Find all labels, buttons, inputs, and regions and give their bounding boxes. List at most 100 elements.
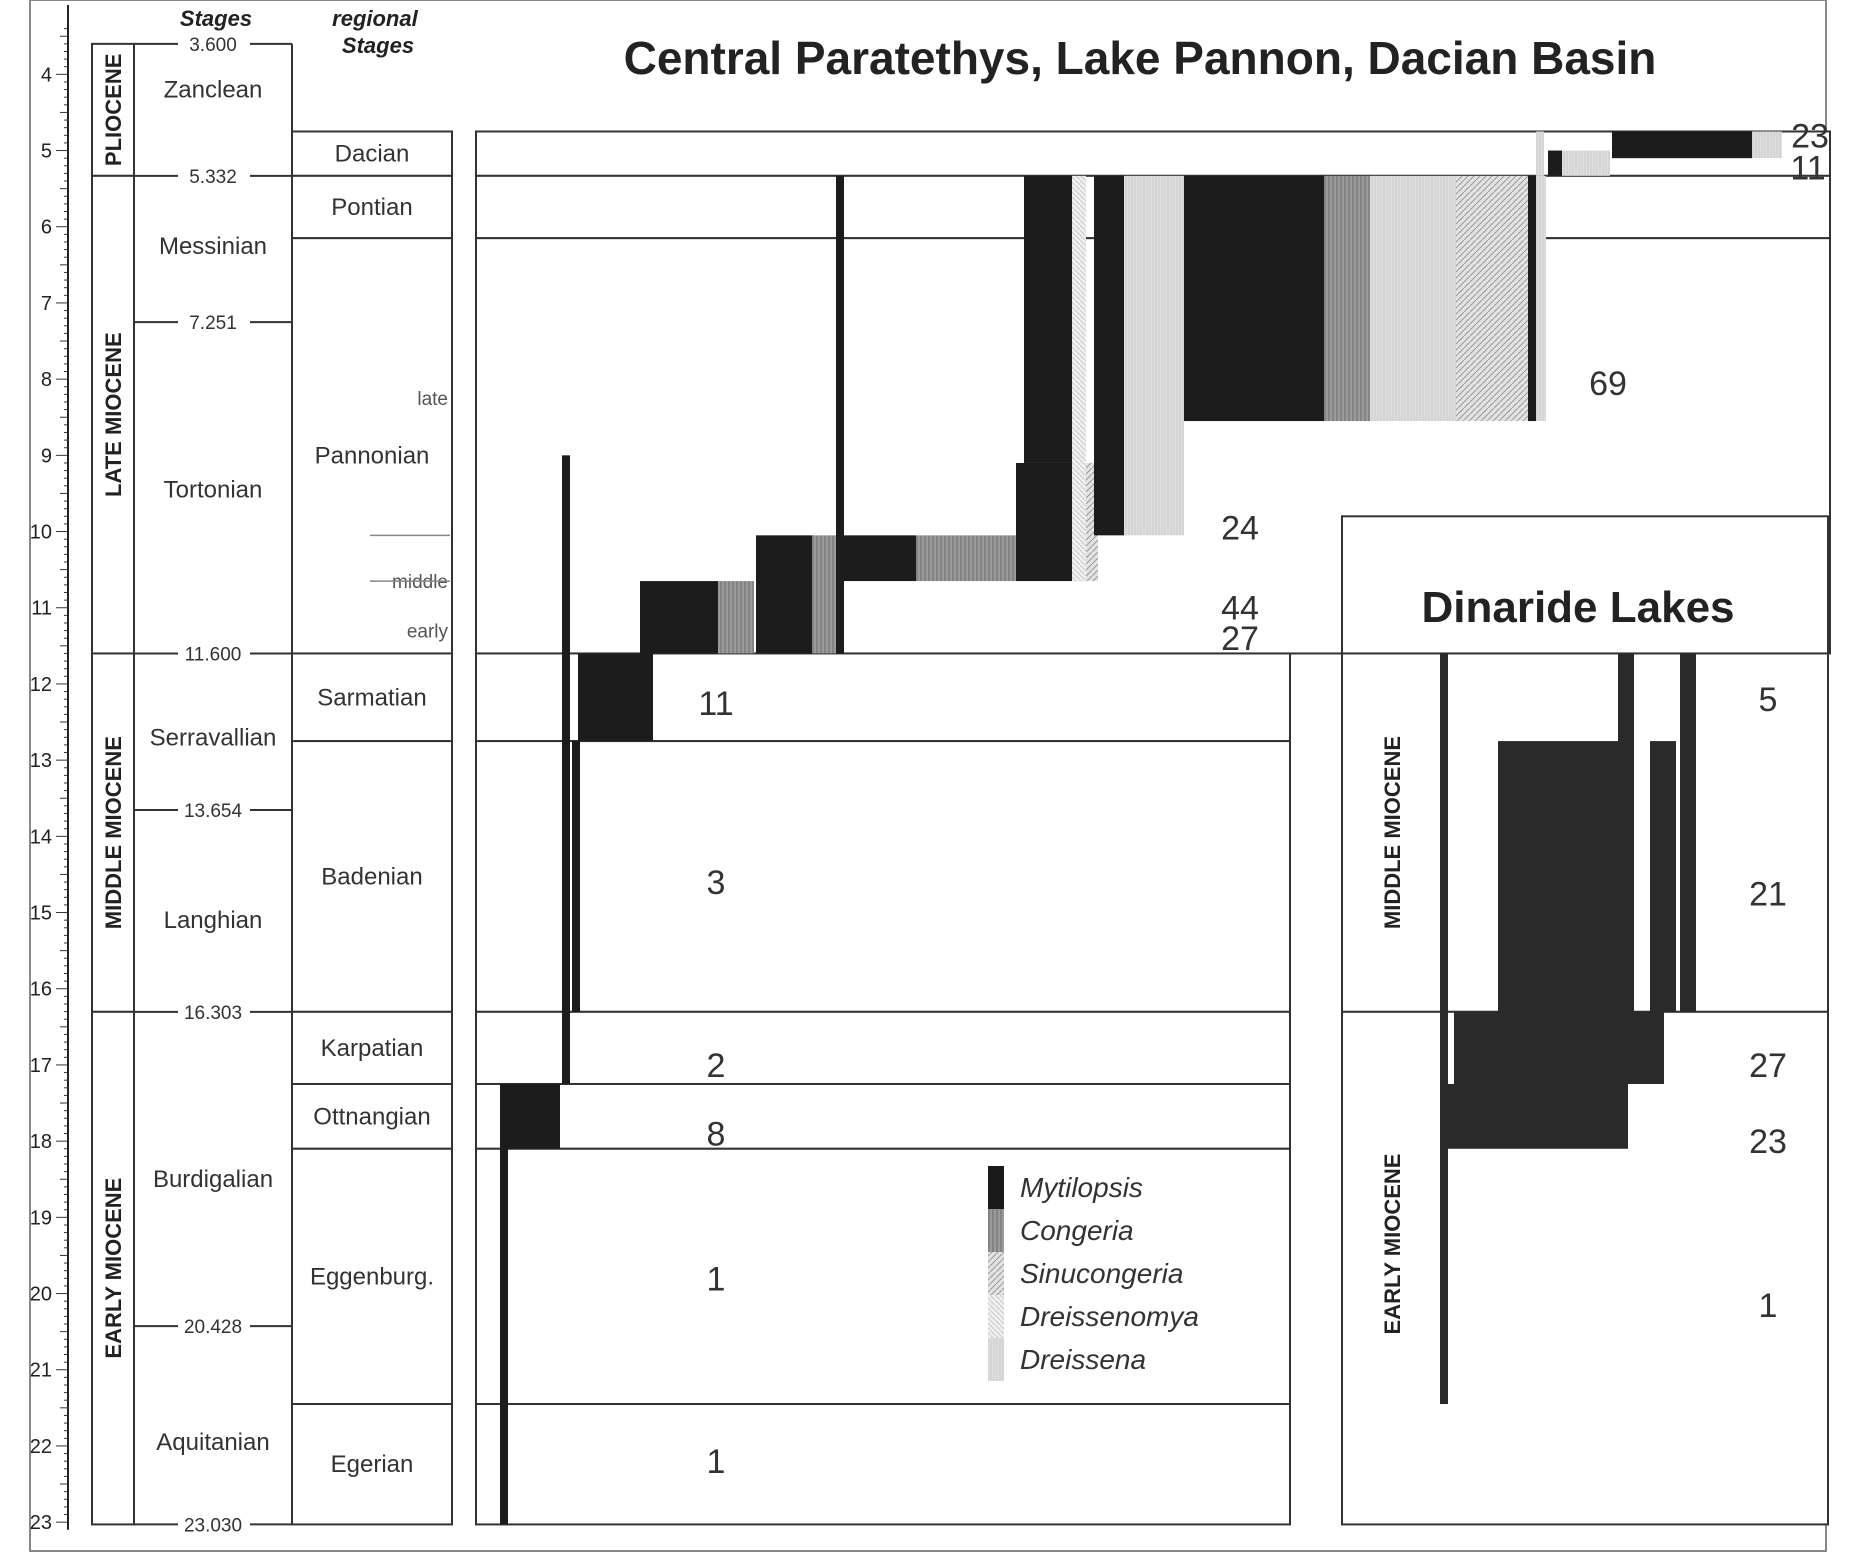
legend-swatch (988, 1295, 1004, 1338)
taxon-range-bar (756, 535, 814, 654)
species-count-label: 2 (707, 1047, 726, 1085)
epoch-label: PLIOCENE (101, 54, 126, 166)
age-tick-label: 14 (30, 826, 52, 848)
species-count-label: 69 (1589, 365, 1627, 403)
inset-count-label: 27 (1749, 1047, 1787, 1085)
age-tick-label: 7 (41, 293, 52, 315)
inset-epoch-label: MIDDLE MIOCENE (1380, 736, 1405, 929)
stage-boundary-label: 13.654 (184, 801, 243, 822)
regional-header-line1: regional (332, 6, 418, 31)
legend-label: Dreissenomya (1020, 1301, 1199, 1332)
regional-stage-label: Pontian (331, 194, 412, 221)
regional-stage-label: Pannonian (315, 442, 430, 469)
stage-boundary-label: 20.428 (184, 1317, 242, 1338)
age-tick-label: 23 (30, 1512, 52, 1534)
taxon-range-bar (562, 455, 570, 1084)
epoch-column: PLIOCENE LATE MIOCENE MIDDLE MIOCENE EARLY … (91, 42, 135, 1526)
species-count-label: 1 (707, 1260, 726, 1298)
inset-range-bar (1628, 1011, 1664, 1084)
inset-count-label: 21 (1749, 875, 1787, 913)
taxon-range-bar (1456, 175, 1528, 422)
main-band (475, 1147, 1291, 1406)
taxon-range-bar (718, 581, 754, 654)
taxon-range-bar (1528, 175, 1536, 422)
taxon-range-bar (1536, 175, 1546, 422)
stage-label: Tortonian (164, 477, 263, 504)
regional-stage-label: Sarmatian (317, 684, 426, 711)
legend: MytilopsisCongeriaSinucongeriaDreissenom… (988, 1166, 1199, 1381)
taxon-range-bar (1562, 150, 1610, 176)
pannonian-substage-label: late (417, 389, 448, 410)
stage-label: Aquitanian (156, 1429, 269, 1456)
legend-label: Sinucongeria (1020, 1258, 1183, 1289)
inset-range-bar (1498, 741, 1628, 1149)
age-tick-label: 15 (30, 903, 52, 925)
main-title: Central Paratethys, Lake Pannon, Dacian … (624, 32, 1657, 84)
stage-boundary-label: 7.251 (189, 313, 237, 334)
stage-label: Serravallian (150, 724, 277, 751)
pannonian-substage-label: middle (392, 572, 448, 593)
age-tick-label: 19 (30, 1207, 52, 1229)
regional-header: regional Stages (332, 6, 424, 58)
taxon-range-bar (1094, 175, 1124, 536)
age-tick-label: 8 (41, 369, 52, 391)
species-count-label: 3 (707, 864, 726, 902)
taxon-range-bar (1536, 131, 1544, 176)
age-tick-label: 16 (30, 979, 52, 1001)
species-count-label: 24 (1221, 510, 1259, 548)
species-count-label: 11 (1790, 149, 1825, 187)
regional-header-line2: Stages (342, 33, 414, 58)
inset-range-bar (1618, 653, 1634, 1012)
epoch-label: MIDDLE MIOCENE (101, 736, 126, 929)
stage-boundary-label: 5.332 (189, 167, 237, 188)
taxon-range-bar (1324, 175, 1370, 422)
regional-stage-label: Egerian (331, 1451, 414, 1478)
taxon-range-bar (572, 741, 580, 1012)
regional-stage-label: Karpatian (321, 1035, 424, 1062)
legend-label: Mytilopsis (1020, 1172, 1143, 1203)
inset-count-label: 23 (1749, 1123, 1787, 1161)
legend-swatch (988, 1252, 1004, 1295)
taxon-range-bar (578, 653, 653, 742)
age-tick-label: 6 (41, 217, 52, 239)
regional-stage-label: Eggenburg. (310, 1263, 434, 1290)
main-band (475, 740, 1291, 1013)
species-count-label: 44 (1221, 590, 1259, 628)
stage-boundary-label: 16.303 (184, 1003, 242, 1024)
stages-header: Stages (180, 6, 252, 31)
inset-range-bar (1440, 653, 1448, 1405)
inset-range-bar (1454, 1011, 1498, 1149)
age-tick-label: 17 (30, 1055, 52, 1077)
stage-boundary-label: 3.600 (189, 35, 237, 56)
species-count-label: 27 (1221, 620, 1259, 658)
taxon-range-bar (1612, 131, 1752, 159)
main-band (475, 1082, 1291, 1150)
legend-swatch (988, 1209, 1004, 1252)
age-tick-label: 22 (30, 1436, 52, 1458)
taxon-range-bar (844, 535, 916, 582)
regional-stage-cell (291, 1147, 453, 1406)
regional-stage-cell (291, 1403, 453, 1526)
main-band (475, 1010, 1291, 1085)
epoch-label: EARLY MIOCENE (101, 1178, 126, 1359)
inset-title: Dinaride Lakes (1421, 583, 1734, 632)
stage-label: Zanclean (164, 77, 263, 104)
taxon-range-bar (500, 1083, 560, 1149)
taxon-range-bar (812, 535, 836, 654)
age-tick-label: 4 (41, 64, 52, 86)
regional-stage-cell (291, 1010, 453, 1085)
epoch-cell (91, 174, 135, 655)
inset-title-box (1341, 515, 1829, 655)
age-tick-label: 10 (30, 522, 52, 544)
age-tick-label: 12 (30, 674, 52, 696)
regional-stages-column: regional Stages DacianPontianPannonianSa… (291, 6, 453, 1526)
taxon-range-bar (1752, 131, 1782, 159)
epoch-cell (91, 652, 135, 1013)
epoch-label: LATE MIOCENE (101, 332, 126, 497)
regional-stage-label: Dacian (335, 141, 410, 168)
legend-swatch (988, 1338, 1004, 1381)
legend-label: Dreissena (1020, 1344, 1146, 1375)
